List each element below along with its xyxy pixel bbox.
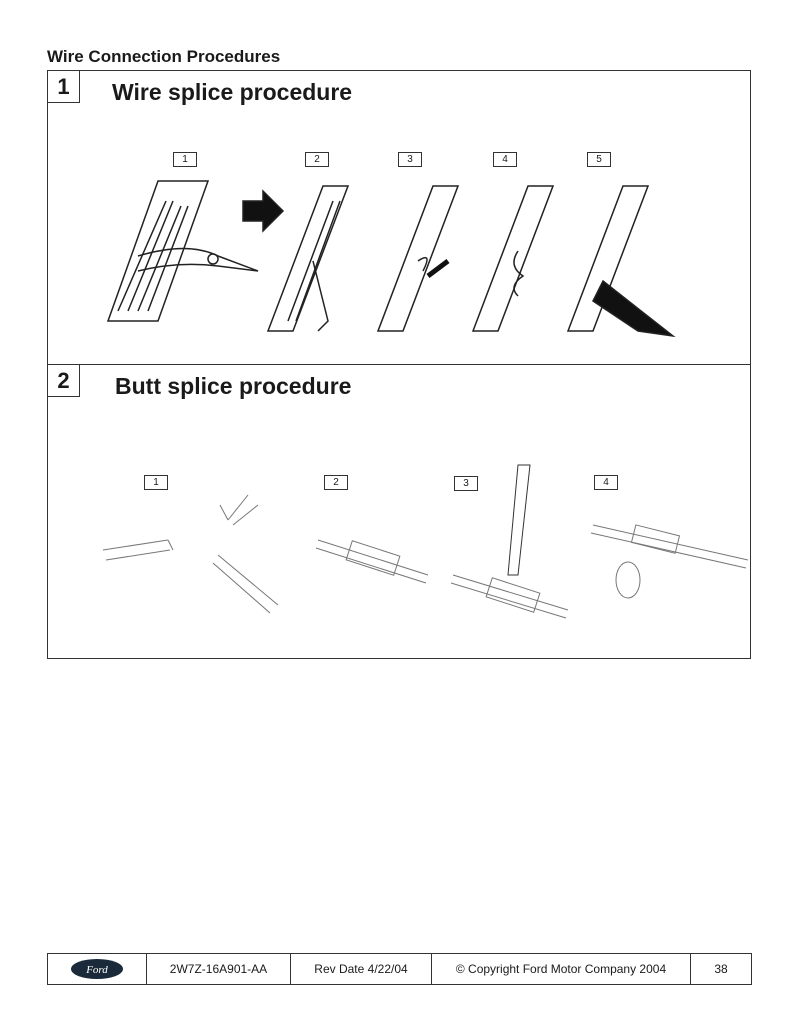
- cutter-tool: [137, 247, 259, 272]
- document-title: Wire Connection Procedures: [47, 47, 281, 66]
- section-number: 2: [48, 365, 80, 397]
- step-label: 1: [144, 475, 168, 490]
- section-wire-splice: 1 Wire splice procedure 1 2 3 4 5: [47, 70, 751, 365]
- wire-strand-2: [266, 185, 350, 332]
- part-number: 2W7Z-16A901-AA: [147, 954, 291, 984]
- svg-text:Ford: Ford: [85, 964, 108, 976]
- step-label: 4: [594, 475, 618, 490]
- step-label: 4: [493, 152, 517, 167]
- page-number: 38: [714, 962, 728, 976]
- section-title: Wire splice procedure: [112, 79, 353, 105]
- step-label: 1: [173, 152, 197, 167]
- step-label: 2: [305, 152, 329, 167]
- crimp-tool-small: [219, 494, 259, 526]
- tape-step-4: [590, 524, 749, 599]
- wire-strand-5: [566, 185, 676, 338]
- section-title: Butt splice procedure: [115, 373, 352, 399]
- step-label: 3: [454, 476, 478, 491]
- step-label: 5: [587, 152, 611, 167]
- copyright: © Copyright Ford Motor Company 2004: [432, 954, 691, 984]
- connector-step-2: [315, 539, 429, 584]
- crimper-step-3: [450, 464, 569, 619]
- step-label: 2: [324, 475, 348, 490]
- wire-strand-3: [376, 185, 460, 332]
- arrow-icon: [242, 189, 285, 233]
- wire-splice-illustration: [106, 180, 676, 338]
- rev-date: Rev Date 4/22/04: [291, 954, 432, 984]
- ford-logo: Ford: [48, 954, 147, 984]
- step-label: 3: [398, 152, 422, 167]
- wire-strand-4: [471, 185, 555, 332]
- section-butt-splice: 2 Butt splice procedure 1 2 3 4: [47, 364, 751, 659]
- section-number: 1: [48, 71, 80, 103]
- butt-splice-illustration: [102, 464, 749, 619]
- wire-end-1: [102, 539, 279, 614]
- footer-table: Ford 2W7Z-16A901-AA Rev Date 4/22/04 © C…: [47, 953, 752, 985]
